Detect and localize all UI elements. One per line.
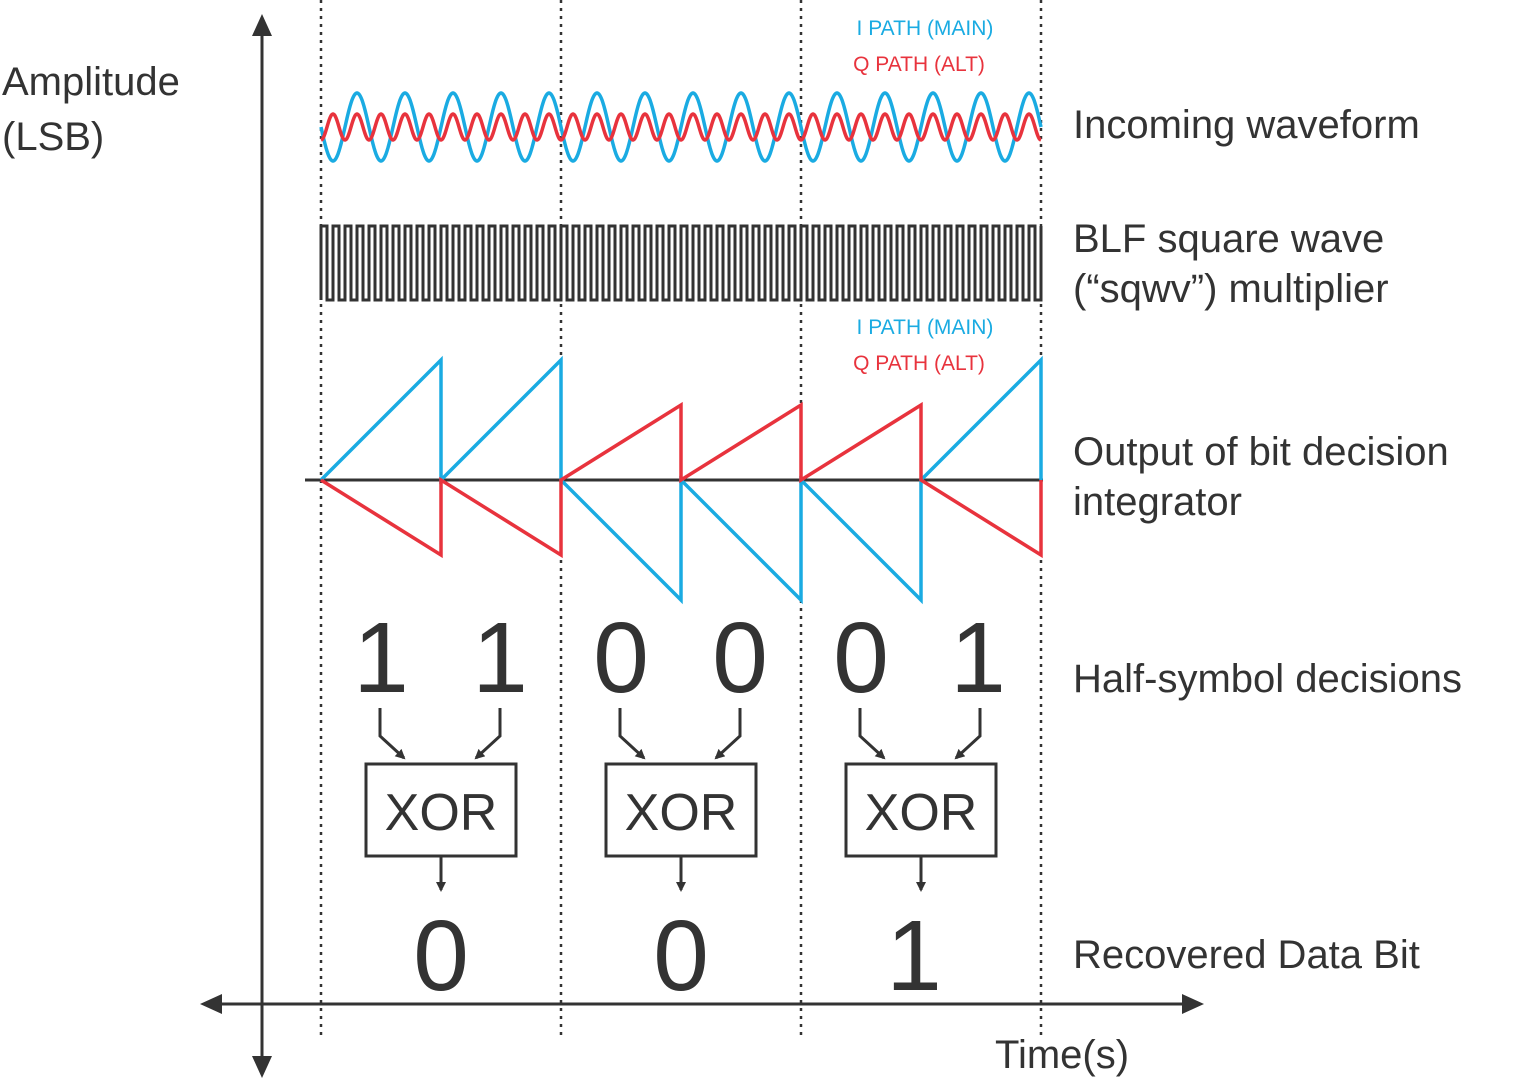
q-path-integrator [320,401,1043,559]
row-label-incoming: Incoming waveform [1073,103,1420,147]
legend-i-path-mid: I PATH (MAIN) [857,316,994,339]
half-symbol-digit: 1 [353,602,409,714]
arrow [378,708,406,760]
xor-box [604,762,758,858]
half-symbol-digit: 1 [950,602,1006,714]
xor-label: XOR [865,784,978,842]
row-label-blf-line2: (“sqwv”) multiplier [1073,267,1389,311]
arrow [714,708,742,760]
half-symbol-digit: 0 [833,602,889,714]
y-axis-arrow-top [252,14,272,36]
legend-i-path-top: I PATH (MAIN) [857,17,994,40]
legend-q-path-mid: Q PATH (ALT) [853,352,985,375]
recovered-bit: 0 [413,900,469,1012]
blf-square-wave [319,224,1043,302]
arrow [858,708,886,760]
half-symbol-digit: 0 [593,602,649,714]
recovered-bit: 1 [886,900,942,1012]
x-axis-arrow-left [200,994,222,1014]
xor-output-arrows [436,856,926,892]
half-symbol-decisions: 1 1 0 0 0 1 [353,602,1006,714]
row-label-blf-line1: BLF square wave [1073,217,1384,261]
x-axis-arrow-right [1182,994,1204,1014]
legend-q-path-top: Q PATH (ALT) [853,53,985,76]
q-path-waveform [320,112,1042,142]
decision-arrows [378,708,982,760]
row-label-recovered: Recovered Data Bit [1073,933,1420,977]
recovered-bits: 0 0 1 [413,900,942,1012]
half-symbol-digit: 1 [472,602,528,714]
y-axis-arrow-bottom [252,1056,272,1078]
y-axis-label-line2: (LSB) [2,115,104,159]
arrow [474,708,502,760]
row-label-integrator-line1: Output of bit decision [1073,430,1449,474]
row-label-integrator-line2: integrator [1073,480,1242,524]
incoming-waveform [319,91,1043,163]
axes [200,14,1204,1078]
xor-box [364,762,518,858]
arrow [618,708,646,760]
xor-gates: XOR XOR XOR [364,762,998,858]
x-axis-label: Time(s) [995,1033,1129,1077]
i-path-waveform [319,91,1043,163]
xor-label: XOR [385,784,498,842]
arrow [954,708,982,760]
row-labels: Incoming waveform BLF square wave (“sqwv… [1073,103,1462,977]
recovered-bit: 0 [653,900,709,1012]
integrator-output [305,355,1043,605]
row-label-half-symbol: Half-symbol decisions [1073,657,1462,701]
y-axis-label-line1: Amplitude [2,60,180,104]
half-symbol-digit: 0 [712,602,768,714]
xor-label: XOR [625,784,738,842]
